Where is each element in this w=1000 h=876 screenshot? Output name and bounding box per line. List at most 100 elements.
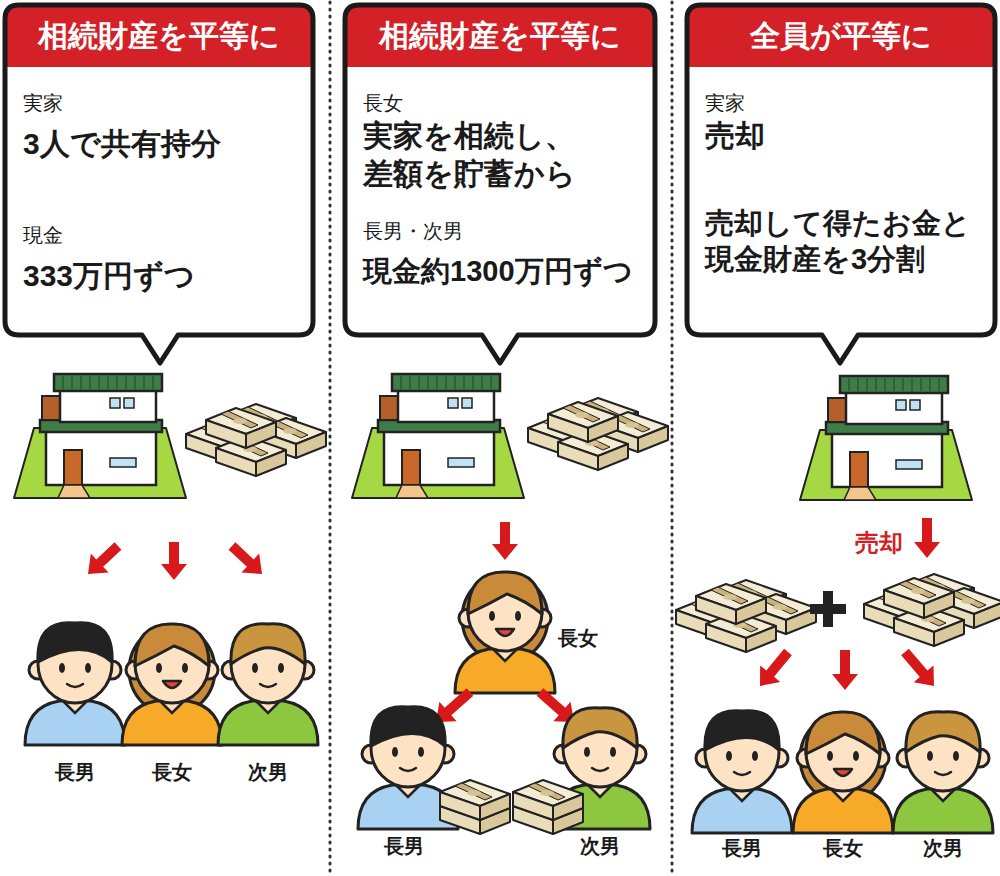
red-arrow	[161, 542, 187, 580]
eye	[853, 751, 859, 761]
bundle-front	[216, 448, 256, 476]
bubble-header-band	[345, 5, 655, 67]
roof	[392, 374, 500, 391]
roof-stripe	[62, 376, 64, 389]
body	[25, 701, 125, 745]
money-bundle	[513, 780, 583, 820]
item-label: 長男・次男	[363, 219, 637, 244]
roof-stripe	[89, 376, 91, 389]
red-arrow	[750, 644, 798, 695]
eye	[489, 611, 495, 621]
roof-stripe	[71, 376, 73, 389]
person-icon	[25, 623, 125, 745]
path	[844, 487, 876, 500]
red-arrow	[492, 522, 518, 560]
red-arrow	[914, 518, 940, 558]
item-label: 実家	[705, 91, 977, 116]
roof-stripe	[875, 378, 877, 391]
window	[110, 398, 120, 408]
speech-bubble: 相続財産を平等に実家3人で共有持分現金333万円ずつ	[5, 5, 313, 335]
person-label: 長女	[558, 625, 598, 652]
roof-stripe	[107, 376, 109, 389]
hair	[135, 624, 209, 666]
money-stack	[676, 580, 816, 652]
house-icon	[14, 374, 186, 498]
mouth	[400, 768, 416, 771]
hair	[468, 572, 542, 614]
bundle-band	[711, 587, 748, 604]
bundle-band	[528, 783, 565, 800]
dotted-separator	[329, 2, 332, 874]
roof-stripe	[902, 378, 904, 391]
eye	[610, 747, 616, 757]
lawn	[14, 428, 186, 498]
lawn	[352, 428, 524, 498]
hair	[705, 711, 779, 750]
window	[896, 460, 922, 469]
body	[218, 701, 318, 745]
eye	[927, 751, 933, 761]
roof-stripe	[152, 376, 154, 389]
person-icon	[893, 712, 993, 833]
bundle-band	[563, 405, 600, 422]
bubble-header-band	[5, 5, 313, 67]
path	[396, 485, 428, 498]
hair	[906, 712, 980, 752]
eye	[752, 751, 758, 761]
upper-wall	[60, 388, 156, 422]
bubble-outline	[5, 5, 313, 367]
roof-stripe	[893, 378, 895, 391]
money-bundle	[548, 402, 618, 442]
roof-stripe	[463, 376, 465, 389]
upper-wall	[398, 388, 494, 422]
body	[893, 789, 993, 833]
roof-stripe	[134, 376, 136, 389]
roof	[840, 376, 948, 393]
bubble-fill	[687, 5, 995, 363]
person-label: 長男	[55, 759, 95, 786]
bundle-mark	[283, 428, 297, 434]
bundle-band	[455, 783, 492, 800]
roof-stripe	[929, 378, 931, 391]
money-bundle	[696, 584, 766, 624]
person-label: 長女	[823, 835, 863, 862]
roof-stripe	[116, 376, 118, 389]
door	[64, 450, 82, 485]
mouth	[67, 684, 83, 687]
speech-bubble: 全員が平等に実家売却売却して得たお金と 現金財産を3分割	[687, 5, 995, 335]
house-icon	[352, 374, 524, 498]
person-label: 次男	[923, 835, 963, 862]
bundle-mark	[773, 604, 787, 610]
door	[850, 452, 868, 487]
eye	[182, 663, 188, 673]
roof-stripe	[866, 378, 868, 391]
item-text: 現金約1300万円ずつ	[363, 253, 637, 289]
body	[793, 789, 893, 833]
person-icon	[550, 708, 650, 829]
bundle-front	[206, 420, 246, 448]
bundle-band	[221, 411, 258, 428]
person-icon	[455, 572, 555, 693]
eye	[827, 751, 833, 761]
roof-stripe	[409, 376, 411, 389]
hair	[371, 707, 445, 746]
bundle-mark	[723, 594, 737, 600]
roof	[54, 374, 162, 391]
roof-stripe	[143, 376, 145, 389]
roof-stripe	[884, 378, 886, 391]
roof-stripe	[938, 378, 940, 391]
window	[896, 400, 906, 410]
wall	[832, 432, 942, 487]
eye	[418, 747, 424, 757]
roof-stripe	[848, 378, 850, 391]
eye	[156, 663, 162, 673]
person-icon	[692, 711, 792, 833]
roof-stripe	[400, 376, 402, 389]
bubble-heading: 全員が平等に	[687, 17, 995, 55]
window	[462, 398, 472, 408]
bubble-border	[345, 5, 655, 363]
money-stack	[513, 780, 583, 834]
body	[122, 701, 222, 745]
person-label: 次男	[580, 833, 620, 860]
